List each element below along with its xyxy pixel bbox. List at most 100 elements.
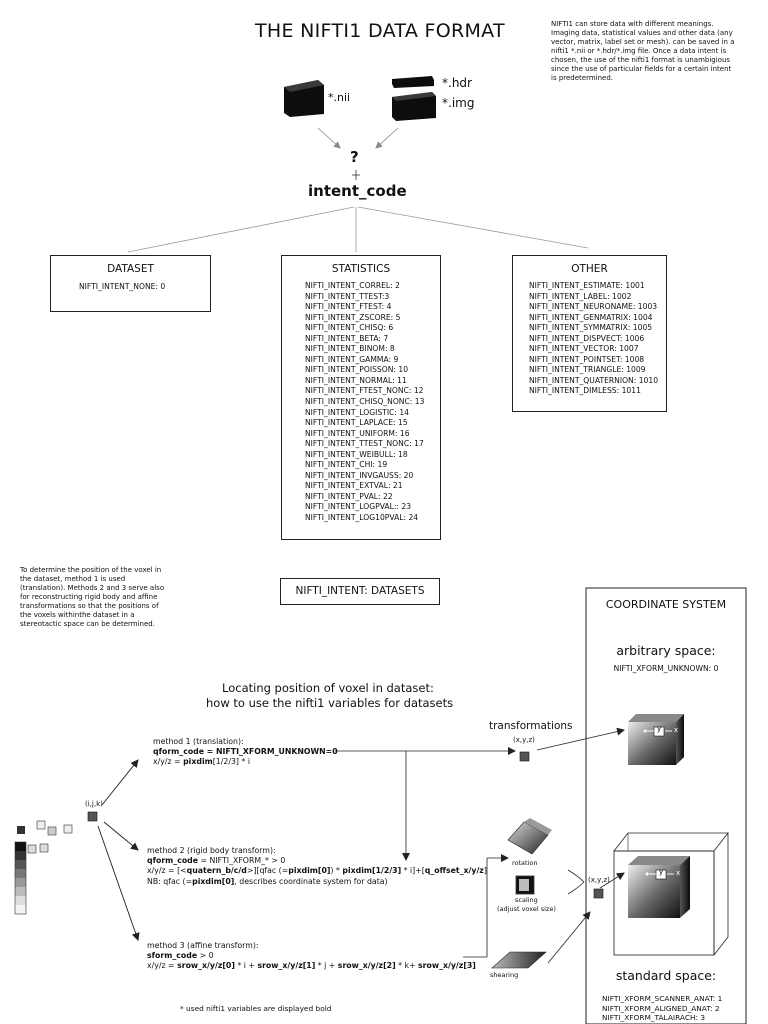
rotation-label: rotation [512,859,538,867]
intent-list-item: NIFTI_INTENT_DISPVECT: 1006 [529,333,645,343]
arbitrary-space-code: NIFTI_XFORM_UNKNOWN: 0 [613,664,719,673]
shearing-icon [491,951,547,969]
m2-n-b: pixdim[0] [192,876,235,886]
intent-list-item: NIFTI_INTENT_GAMMA: 9 [305,354,399,364]
scaling-icon [515,875,535,895]
m3-f-e: * j + [315,961,338,971]
arbitrary-space-title: arbitrary space: [616,643,716,658]
method3-formula: x/y/z = srow_x/y/z[0] * i + srow_x/y/z[1… [147,961,476,971]
intent-list-item: NIFTI_INTENT_TTEST_NONC: 17 [305,439,424,449]
shearing-label: shearing [490,971,519,979]
intent-list-item: NIFTI_INTENT_VECTOR: 1007 [529,344,639,354]
footnote: * used nifti1 variables are displayed bo… [180,1004,332,1013]
standard-code-1: NIFTI_XFORM_SCANNER_ANAT: 1 [602,994,723,1003]
m2-f-c: >][qfac (= [246,866,289,876]
method1-formula-b: pixdim [183,757,213,767]
intent-list-item: NIFTI_INTENT_NORMAL: 11 [305,375,407,385]
intent-list-item: NIFTI_INTENT_LOGPVAL:: 23 [305,502,412,512]
intent-list-item: NIFTI_INTENT_INVGAUSS: 20 [305,470,414,480]
method1-formula-c: [1/2/3] * i [212,757,250,767]
intent-list-item: NIFTI_INTENT_QUATERNION: 1010 [529,375,659,385]
m2-f-f: pixdim[1/2/3] [342,866,402,876]
m2-f-b: quatern_b/c/d [186,866,247,876]
method-explanation-note: To determine the position of the voxel i… [20,566,165,628]
m2-f-e: ) * [330,866,343,876]
standard-code-3: NIFTI_XFORM_TALAIRACH: 3 [602,1013,706,1023]
intent-list-item: NIFTI_INTENT_DIMLESS: 1011 [529,386,641,396]
arbitrary-space-cube-icon [628,714,684,765]
intent-list-item: NIFTI_INTENT_LABEL: 1002 [529,291,632,301]
intent-list-item: NIFTI_INTENT_EXTVAL: 21 [305,481,403,491]
method1-qform: qform_code = NIFTI_XFORM_UNKNOWN=0 [153,747,338,757]
arbitrary-cube-y-label: y [657,725,662,733]
m2-f-d: pixdim[0] [288,866,331,876]
method3-sform: sform_code > 0 [147,951,476,961]
intent-list-item: NIFTI_INTENT_FTEST: 4 [305,302,392,312]
method3-block: method 3 (affine transform): sform_code … [147,941,476,972]
standard-cube-x-label: x [676,869,681,877]
dataset-box: DATASET NIFTI_INTENT_NONE: 0 [50,255,211,312]
intent-list-item: NIFTI_INTENT_POISSON: 10 [305,365,409,375]
standard-space-cube-icon [613,832,729,956]
ijk-label: (i,j,k) [85,800,103,808]
standard-space-title: standard space: [615,968,717,983]
standard-code-2: NIFTI_XFORM_ALIGNED_ANAT: 2 [602,1003,720,1013]
standard-voxel-icon [593,888,604,899]
intent-list-item: NIFTI_INTENT_LOG10PVAL: 24 [305,513,419,523]
standard-space-codes: NIFTI_XFORM_SCANNER_ANAT: 1 NIFTI_XFORM_… [602,994,722,1023]
arbitrary-cube-x-label: x [674,726,679,734]
method2-qform-b: = NIFTI_XFORM_* > 0 [198,856,286,866]
dataset-item: NIFTI_INTENT_NONE: 0 [79,282,166,291]
m2-f-a: x/y/z = [< [147,866,187,876]
m2-f-g: * i]+[ [401,866,425,876]
intent-code-label: intent_code [308,182,407,200]
standard-xyz-label: (x,y,z) [588,876,610,884]
intent-list-item: NIFTI_INTENT_BETA: 7 [305,333,389,343]
intent-list-item: NIFTI_INTENT_POINTSET: 1008 [529,354,645,364]
intent-list-item: NIFTI_INTENT_WEIBULL: 18 [305,449,408,459]
voxel-column-icon [14,820,73,915]
intent-list-item: NIFTI_INTENT_SYMMATRIX: 1005 [529,323,653,333]
method2-title: method 2 (rigid body transform): [147,846,276,855]
method2-block: method 2 (rigid body transform): qform_c… [147,846,487,887]
m3-f-b: srow_x/y/z[0] [177,961,235,971]
intent-list-item: NIFTI_INTENT_CHISQ_NONC: 13 [305,397,425,407]
scaling-label: scaling [515,896,538,904]
intent-list-item: NIFTI_INTENT_FTEST_NONC: 12 [305,386,424,396]
nii-file-icon [284,80,324,117]
ijk-voxel-icon [87,811,98,822]
intent-list-item: NIFTI_INTENT_CHISQ: 6 [305,323,394,333]
intent-list-item: NIFTI_INTENT_BINOM: 8 [305,344,395,354]
locating-heading-line1: Locating position of voxel in dataset: [222,681,434,695]
intent-list-item: NIFTI_INTENT_TRIANGLE: 1009 [529,365,646,375]
method1-block: method 1 (translation): qform_code = NIF… [153,737,338,768]
page-title: THE NIFTI1 DATA FORMAT [255,20,505,42]
other-box-title: OTHER [571,263,608,275]
coordinate-system-title: COORDINATE SYSTEM [605,598,727,611]
intent-list-item: NIFTI_INTENT_CHI: 19 [305,460,388,470]
m3-f-d: srow_x/y/z[1] [257,961,316,971]
img-file-label: *.img [442,96,475,110]
m3-s-b: > 0 [197,951,214,961]
nifti-intent-datasets-label: NIFTI_INTENT: DATASETS [280,578,440,605]
intro-note: NIFTI1 can store data with different mea… [551,20,735,82]
intent-list-item: NIFTI_INTENT_GENMATRIX: 1004 [529,312,653,322]
locating-heading-line2: how to use the nifti1 variables for data… [206,696,454,710]
method2-qform-a: qform_code [147,856,199,866]
intent-list-item: NIFTI_INTENT_LAPLACE: 15 [305,418,408,428]
transform-voxel-icon [519,751,530,762]
img-file-icon [392,92,436,121]
m2-f-h: q_offset_x/y/z [424,866,484,876]
method2-formula: x/y/z = [<quatern_b/c/d>][qfac (=pixdim[… [147,866,487,876]
method1-formula-a: x/y/z = [153,757,184,767]
method2-qform: qform_code = NIFTI_XFORM_* > 0 [147,856,487,866]
rotation-icon [507,818,552,855]
m3-f-a: x/y/z = [147,961,178,971]
method3-title: method 3 (affine transform): [147,941,259,950]
transformations-title: transformations [489,720,573,732]
intent-list-item: NIFTI_INTENT_ZSCORE: 5 [305,312,401,322]
m3-s-a: sform_code [147,951,198,961]
m3-f-f: srow_x/y/z[2] [337,961,396,971]
